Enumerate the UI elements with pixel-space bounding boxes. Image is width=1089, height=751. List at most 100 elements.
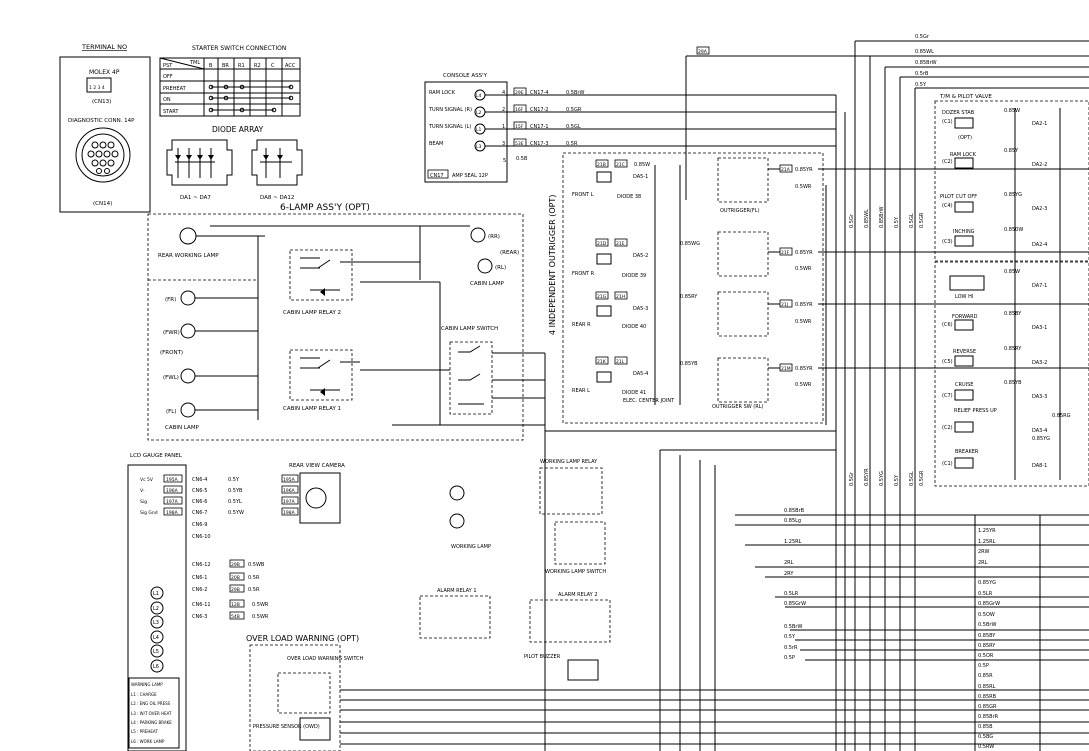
svg-text:0.5WR: 0.5WR xyxy=(795,266,812,272)
lamp-fl-label: (FL) xyxy=(166,409,177,415)
svg-text:0.5WB: 0.5WB xyxy=(248,562,265,568)
svg-text:CN6-5: CN6-5 xyxy=(192,488,207,494)
frw-6: 0.85GrW xyxy=(978,601,1000,607)
cn6-more: CN6-12 29B 0.5WB CN6-1 20B 0.5R CN6-2 29… xyxy=(192,559,269,620)
svg-text:0.85RY: 0.85RY xyxy=(680,294,698,300)
svg-text:21H: 21H xyxy=(616,294,625,300)
svg-text:CN6-3: CN6-3 xyxy=(192,614,207,620)
svg-text:DA2-4: DA2-4 xyxy=(1032,242,1047,248)
svg-text:(C5): (C5) xyxy=(942,359,953,365)
cn17-0b: 0.5B xyxy=(516,156,528,162)
frw-2: 2RW xyxy=(978,549,989,555)
svg-text:DIODE 40: DIODE 40 xyxy=(622,324,646,330)
svg-text:DA2-1: DA2-1 xyxy=(1032,121,1047,127)
frw-5: 0.5LR xyxy=(978,591,993,597)
vlabel2-5: 0.5GR xyxy=(919,470,925,486)
alarm1-label: ALARM RELAY 1 xyxy=(437,588,477,594)
frw-15: 0.85RB xyxy=(978,694,997,700)
starter-title: STARTER SWITCH CONNECTION xyxy=(192,45,286,52)
trw-3: 0.5rB xyxy=(915,71,929,77)
brw-9: 0.5rR xyxy=(784,645,798,651)
svg-text:196A: 196A xyxy=(166,488,179,494)
svg-text:DA5-1: DA5-1 xyxy=(633,174,648,180)
trw-2: 0.85BrW xyxy=(915,60,937,66)
da1-label: DA1 ~ DA7 xyxy=(180,195,211,201)
vlabel2-1: 0.85YR xyxy=(864,468,870,486)
pilot-buzzer-label: PILOT BUZZER xyxy=(524,654,561,660)
terminal-box xyxy=(59,56,151,213)
wire-29a: 29A xyxy=(698,49,708,55)
frw-0: 1.25YR xyxy=(978,528,996,534)
alarm-relay-1 xyxy=(419,595,491,639)
svg-text:DOZER STAB: DOZER STAB xyxy=(942,110,975,116)
work-lamp-relay-label: WORKING LAMP RELAY xyxy=(540,459,598,465)
vlabel-0: 0.5Gr xyxy=(849,213,855,228)
svg-text:21E: 21E xyxy=(616,241,625,247)
vlabel-2: 0.85BrW xyxy=(879,206,885,228)
lamp-front-label: (FRONT) xyxy=(160,350,183,356)
rear-camera-label: REAR VIEW CAMERA xyxy=(289,463,345,469)
da8-label: DA8 ~ DA12 xyxy=(260,195,294,201)
svg-text:DIODE 41: DIODE 41 xyxy=(622,390,646,396)
cabin-lamp-switch xyxy=(449,341,493,415)
vlabel-5: 0.5GR xyxy=(919,212,925,228)
svg-text:CN17-2: CN17-2 xyxy=(530,107,549,113)
svg-text:0.5YW: 0.5YW xyxy=(228,510,244,516)
frw-17: 0.85BrR xyxy=(978,714,999,720)
svg-text:0.85BY: 0.85BY xyxy=(1004,311,1022,317)
elec-joint-label: ELEC. CENTER JOINT xyxy=(623,398,675,404)
svg-text:0.85YR: 0.85YR xyxy=(795,167,813,173)
svg-text:(C3): (C3) xyxy=(942,239,953,245)
vlabel-3: 0.5Y xyxy=(894,216,900,228)
svg-text:L5 : PREHEAT: L5 : PREHEAT xyxy=(131,729,158,734)
cabin-relay-1-label: CABIN LAMP RELAY 1 xyxy=(283,406,341,412)
warning-lamps: L1 L2 L3 L4 L5 L6 xyxy=(150,586,164,673)
svg-text:0.5GR: 0.5GR xyxy=(566,107,582,113)
svg-text:198A: 198A xyxy=(283,510,296,516)
starter-row-start: START xyxy=(163,109,179,115)
diode-array-title: DIODE ARRAY xyxy=(212,125,264,134)
frw-4: 0.85YG xyxy=(978,580,996,586)
svg-text:54B: 54B xyxy=(231,614,240,620)
brw-3: 2RL xyxy=(784,560,794,566)
svg-text:FRONT R: FRONT R xyxy=(572,271,595,277)
svg-text:21B: 21B xyxy=(597,162,606,168)
svg-text:L1 : CHARGE: L1 : CHARGE xyxy=(131,692,157,697)
svg-text:0.85W: 0.85W xyxy=(1004,269,1020,275)
work-lamp-switch xyxy=(554,521,606,565)
starter-row-off: OFF xyxy=(163,74,173,80)
svg-text:0.85W: 0.85W xyxy=(634,162,650,168)
svg-text:(C1): (C1) xyxy=(942,119,953,125)
svg-text:53E: 53E xyxy=(515,141,524,147)
svg-text:CN6-11: CN6-11 xyxy=(192,602,211,608)
starter-col-br: BR xyxy=(222,63,229,69)
lamp-fwl xyxy=(180,368,258,384)
cabin-relay-2 xyxy=(289,249,353,301)
lamp-fwr-label: (FWR) xyxy=(163,330,180,336)
svg-text:L5: L5 xyxy=(153,649,159,655)
svg-text:12B: 12B xyxy=(231,602,240,608)
svg-text:PILOT CUT OFF: PILOT CUT OFF xyxy=(940,194,977,200)
svg-text:RAM LOCK: RAM LOCK xyxy=(429,90,456,96)
tm-box-1 xyxy=(934,100,1089,262)
frw-19: 0.5BG xyxy=(978,734,993,740)
svg-text:21A: 21A xyxy=(781,167,791,173)
pilot-buzzer xyxy=(567,659,599,681)
svg-text:CN6-2: CN6-2 xyxy=(192,587,207,593)
svg-text:0.85RG: 0.85RG xyxy=(1052,413,1071,419)
svg-text:DA3-3: DA3-3 xyxy=(1032,394,1047,400)
svg-text:21C: 21C xyxy=(616,162,625,168)
svg-text:(C2): (C2) xyxy=(942,425,953,431)
brw-4: 2RY xyxy=(784,571,794,577)
svg-text:DA5-2: DA5-2 xyxy=(633,253,648,259)
svg-text:REVERSE: REVERSE xyxy=(953,349,976,355)
starter-row-preheat: PREHEAT xyxy=(163,86,187,92)
svg-text:INCHING: INCHING xyxy=(953,229,975,235)
svg-text:197A: 197A xyxy=(283,499,296,505)
molex-connector xyxy=(86,77,112,93)
work-lamp-2 xyxy=(449,513,465,529)
cabin-lamp-label-left: CABIN LAMP xyxy=(165,425,200,431)
svg-text:29B: 29B xyxy=(231,587,240,593)
six-lamp-title: 6-LAMP ASS'Y (OPT) xyxy=(280,203,370,213)
lamp-rear-label: (REAR) xyxy=(500,250,519,256)
